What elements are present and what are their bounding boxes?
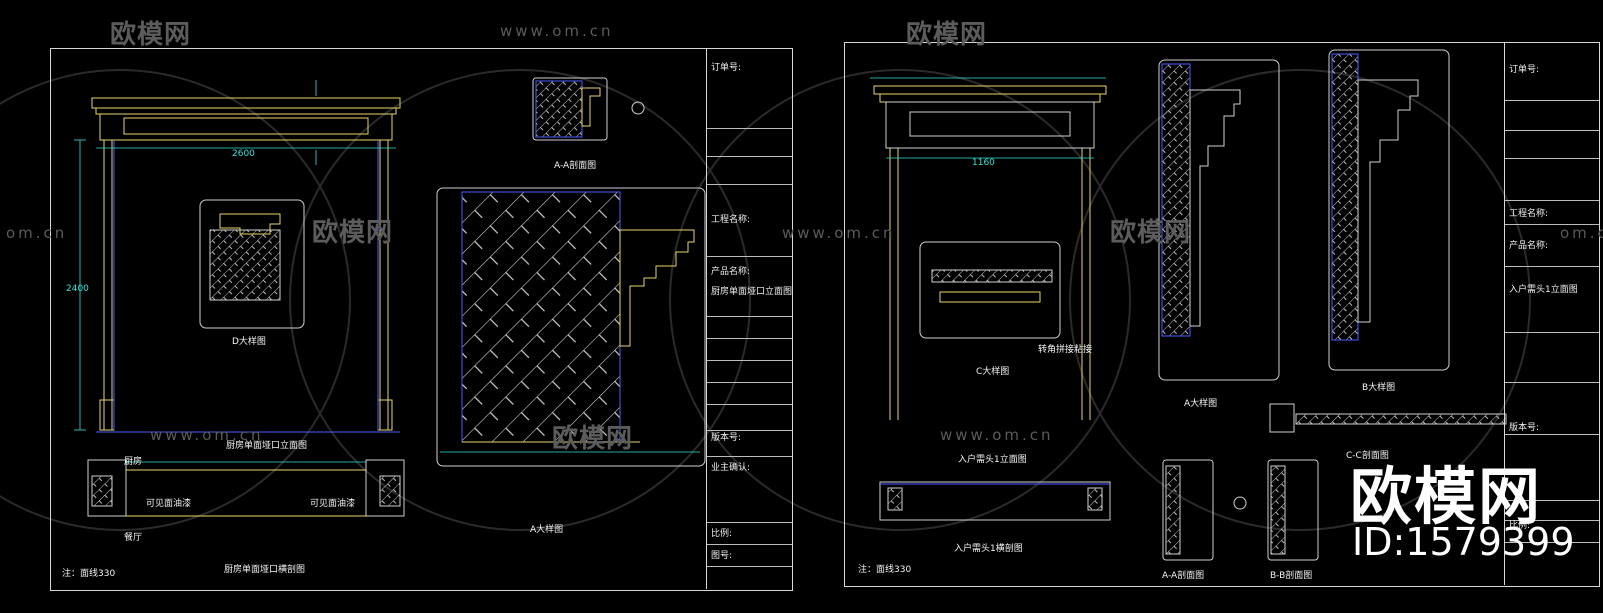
s2-detail-bb-title: B-B剖面图 [1270,571,1313,581]
tb1-product-value: 厨房单面垭口立面图 [711,287,793,297]
s2-detail-b-title: B大样图 [1362,383,1396,393]
watermark-url-3: www.om.cn [782,224,896,242]
watermark-brand-2: 欧模网 [906,20,988,50]
tb1-scale: 比例: [711,529,733,539]
tb2-project-name: 工程名称: [1509,209,1549,219]
s2-elevation-title: 入户需头1立面图 [958,455,1027,465]
s2-section-title: 入户需头1横剖图 [954,544,1023,554]
s1-detail-a-title: A大样图 [530,525,564,535]
tb2-version: 版本号: [1509,423,1540,433]
s2-note: 注：面线330 [858,565,912,575]
s1-finish-note: 可见面油漆 [146,499,192,509]
watermark-brand-4: 欧模网 [1110,218,1192,248]
s2-detail-a-title: A大样图 [1184,399,1218,409]
tb1-order-no: 订单号: [711,63,742,73]
watermark-url-1: www.om.cn [500,22,614,40]
watermark-url-5: www.om.cn [940,426,1054,444]
sheet1-elevation [91,97,401,431]
tb2-order-no: 订单号: [1509,65,1540,75]
overlay-brand: 欧模网 [1350,460,1543,533]
watermark-brand-5: 欧模网 [552,424,634,454]
tb2-product-value: 入户需头1立面图 [1509,285,1578,295]
s2-dim-width: 1160 [972,158,995,168]
tb1-product-name: 产品名称: [711,267,751,277]
s1-note: 注：面线330 [62,569,116,579]
overlay-id: ID:1579399 [1352,520,1575,564]
watermark-url-4: www.om.cn [150,426,264,444]
watermark-url-2: om.cn [6,224,68,242]
s1-dim-height: 2400 [66,284,89,294]
s1-section-title: 厨房单面垭口横剖图 [224,565,306,575]
watermark-brand-1: 欧模网 [110,20,192,50]
s2-detail-aa-title: A-A剖面图 [1162,571,1205,581]
s2-detail-c-title: C大样图 [976,367,1010,377]
tb2-product-name: 产品名称: [1509,241,1549,251]
sheet1-title-block: 订单号: 工程名称: 产品名称: 厨房单面垭口立面图 版本号: 业主确认: 比例… [706,48,792,589]
s1-detail-d-title: D大样图 [232,337,266,347]
tb1-version: 版本号: [711,433,742,443]
sheet2-elevation [873,85,1107,420]
s1-detail-aa-title: A-A剖面图 [554,161,597,171]
s1-elevation-title: 厨房单面垭口立面图 [226,441,308,451]
s1-living-label: 餐厅 [124,533,143,543]
tb1-drawing-no: 图号: [711,551,733,561]
tb1-owner-confirm: 业主确认: [711,463,751,473]
s1-finish-note-2: 可见面油漆 [310,499,356,509]
watermark-brand-3: 欧模网 [312,218,394,248]
sheet2-frame [844,42,1600,587]
sheet1-frame [50,48,793,591]
s2-finish-note: 转角拼接粘接 [1038,345,1093,355]
watermark-url-6: om.cn [1560,224,1603,242]
tb2-scale: 比例: [1509,521,1531,531]
s1-dim-width: 2600 [232,149,255,159]
tb1-project-name: 工程名称: [711,215,751,225]
s1-kitchen-label: 厨房 [124,457,143,467]
s2-detail-cc-title: C-C剖面图 [1346,451,1389,461]
sheet2-title-block: 订单号: 工程名称: 产品名称: 入户需头1立面图 版本号: 比例: [1504,42,1599,585]
